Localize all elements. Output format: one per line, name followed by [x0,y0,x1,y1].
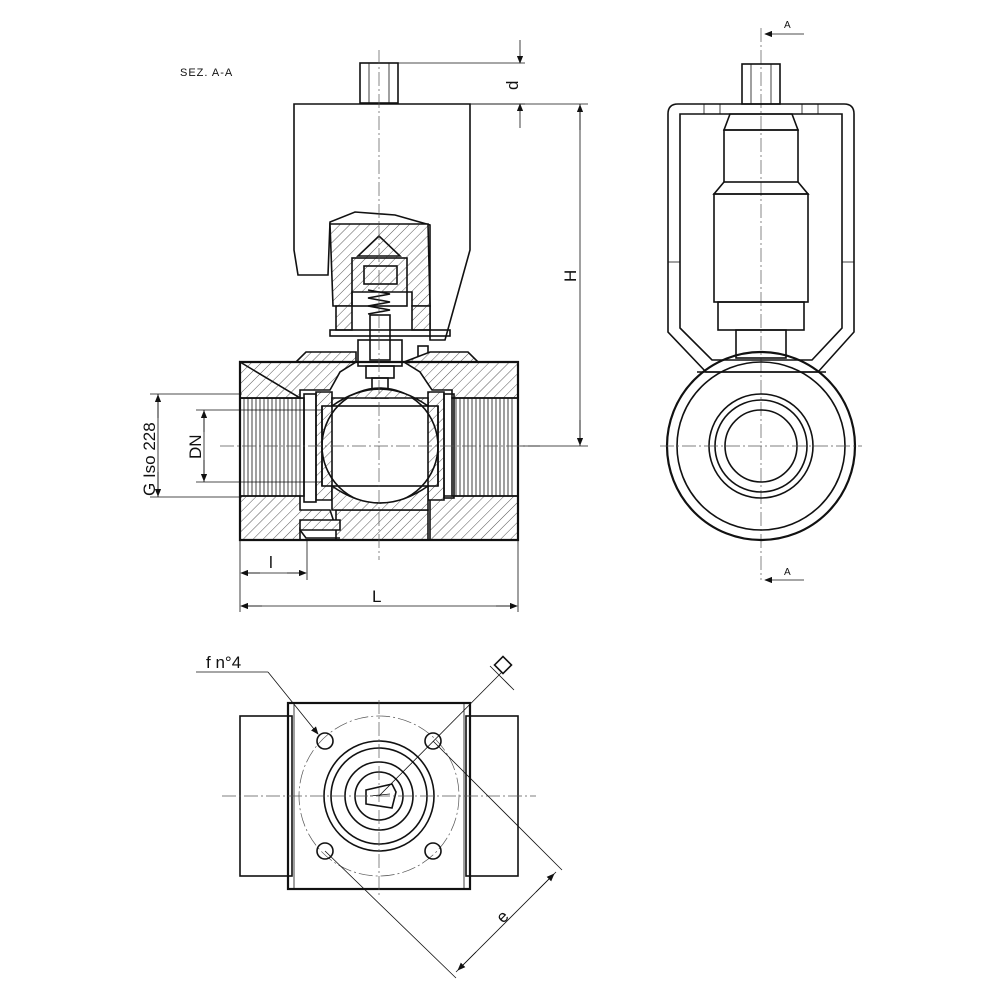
dim-l-label: l [269,553,273,572]
dim-d-label: d [503,81,522,90]
dim-f-label: f n°4 [206,653,241,672]
dim-DN: DN [186,409,322,483]
valve-body-bottom-wall [239,495,338,541]
dim-e-label: e [492,907,512,927]
dim-L: L [240,540,519,612]
section-view: SEZ. A-A [140,40,588,612]
bolt-holes [316,732,442,860]
dim-d: d [398,40,525,128]
left-thread [239,397,305,497]
actuator-cylinder [712,113,810,359]
right-thread [451,397,519,497]
mounting-bracket [667,103,855,373]
dim-G: G Iso 228 [140,393,242,498]
spring [367,289,391,315]
side-view: A A [660,20,862,584]
dim-e: e [324,740,563,979]
dim-H-label: H [561,270,580,282]
dim-DN-label: DN [186,434,205,459]
top-view: f n°4 e [196,653,563,979]
dim-G-label: G Iso 228 [140,422,159,496]
dim-H: H [470,103,588,447]
dim-l: l [239,540,308,612]
section-title: SEZ. A-A [180,67,233,79]
actuator-housing [293,103,471,341]
section-mark-bottom: A [784,567,791,578]
section-mark-top: A [784,20,791,31]
dim-f: f n°4 [196,653,319,735]
stem-slot [365,783,397,809]
square-drive-dim [378,655,515,797]
dim-L-label: L [372,587,381,606]
